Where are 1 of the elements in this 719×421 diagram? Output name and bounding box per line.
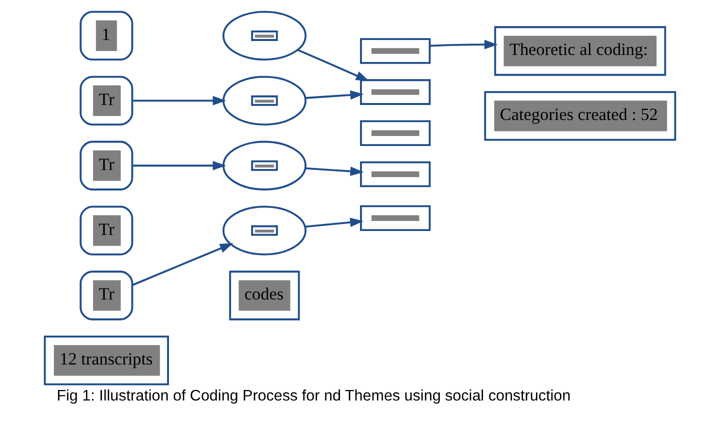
caption: Fig 1: Illustration of Coding Process for nd Themes using social construction: [56, 387, 570, 404]
